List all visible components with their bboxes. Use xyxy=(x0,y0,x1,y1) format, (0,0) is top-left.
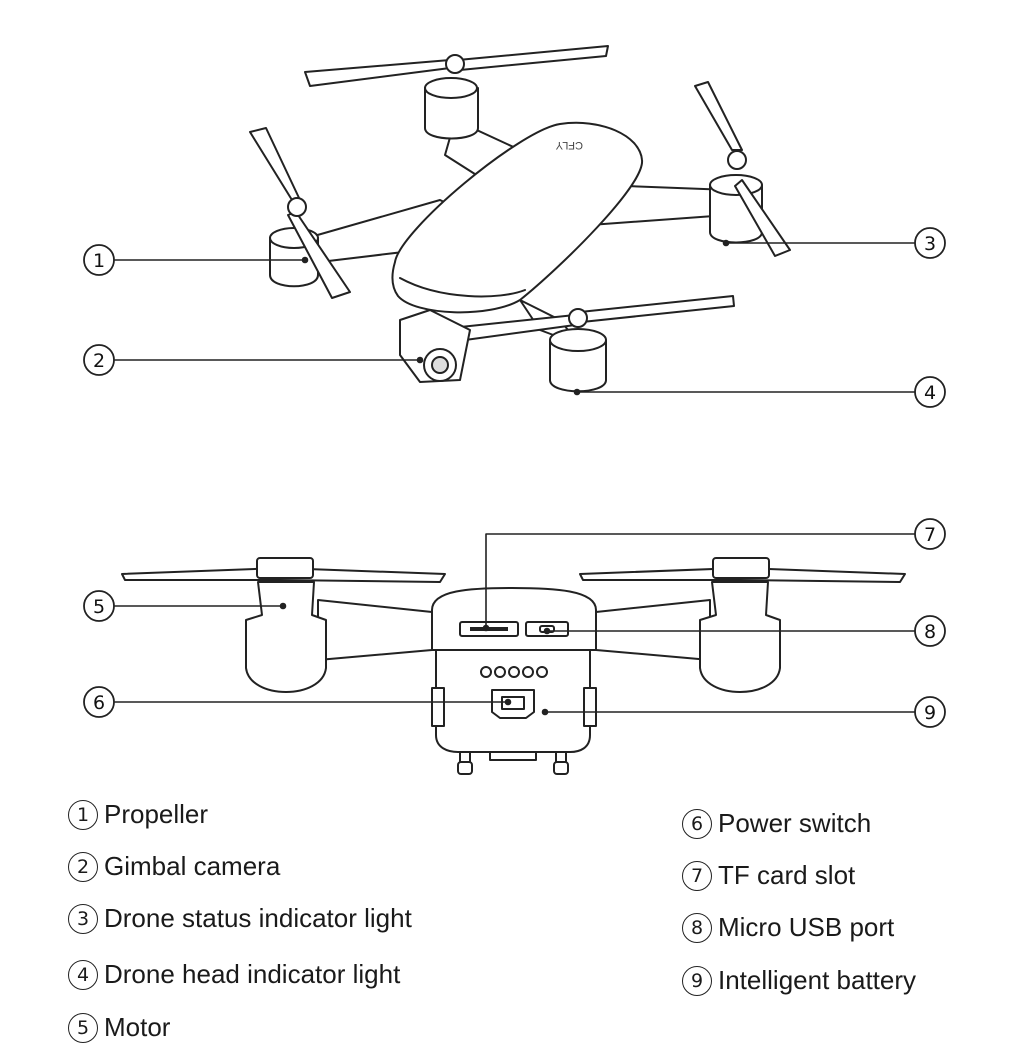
legend-label-1: Propeller xyxy=(104,799,209,829)
brand-mark: CFLY xyxy=(555,139,583,151)
callout-4: 4 xyxy=(924,382,936,404)
legend-item-tf-card-slot: 7 TF card slot xyxy=(682,860,855,891)
legend-label-2: Gimbal camera xyxy=(104,851,281,881)
callout-8: 8 xyxy=(924,621,936,643)
leader-lines xyxy=(114,239,916,716)
legend-num-1: 1 xyxy=(68,799,98,830)
legend-item-power-switch: 6 Power switch xyxy=(682,808,871,839)
legend-num-4: 4 xyxy=(68,959,98,990)
motor-rear-left xyxy=(424,87,479,140)
drone-top-view: CFLY xyxy=(249,45,791,393)
legend-num-8: 8 xyxy=(682,912,712,943)
legend-num-5: 5 xyxy=(68,1012,98,1043)
drone-front-view xyxy=(121,557,906,775)
legend-item-propeller: 1 Propeller xyxy=(68,799,208,830)
callout-6: 6 xyxy=(93,692,105,714)
propeller-rear-left-b xyxy=(457,45,609,71)
legend-label-9: Intelligent battery xyxy=(718,965,917,995)
legend-num-6: 6 xyxy=(682,808,712,839)
legend-num-3: 3 xyxy=(68,903,98,934)
arm-right-front-view xyxy=(595,599,711,661)
drone-body-front-view xyxy=(431,587,597,651)
motor-right-front-view xyxy=(699,581,781,693)
legend-num-7: 7 xyxy=(682,860,712,891)
propeller-rear-right-a xyxy=(694,81,743,151)
legend-item-head-light: 4 Drone head indicator light xyxy=(68,959,400,990)
legend-label-4: Drone head indicator light xyxy=(104,959,401,989)
propeller-front-right-b xyxy=(579,295,735,323)
callout-1: 1 xyxy=(93,250,105,272)
callout-markers xyxy=(83,227,946,728)
motor-left-front-view xyxy=(245,581,327,693)
callout-7: 7 xyxy=(924,524,936,546)
battery-level-leds xyxy=(480,666,548,678)
drone-body xyxy=(391,121,644,314)
legend-label-8: Micro USB port xyxy=(718,912,895,942)
propeller-front-left-a xyxy=(249,127,301,201)
legend-item-battery: 9 Intelligent battery xyxy=(682,965,916,996)
callout-2: 2 xyxy=(93,350,105,372)
legend-num-2: 2 xyxy=(68,851,98,882)
legend-label-5: Motor xyxy=(104,1012,171,1042)
propeller-rear-right-b xyxy=(734,179,791,257)
legend-item-micro-usb: 8 Micro USB port xyxy=(682,912,894,943)
legend-label-3: Drone status indicator light xyxy=(104,903,412,933)
callout-3: 3 xyxy=(924,233,936,255)
legend-label-6: Power switch xyxy=(718,808,872,838)
legend-item-motor: 5 Motor xyxy=(68,1012,170,1043)
arm-left-front-view xyxy=(317,599,433,661)
callout-9: 9 xyxy=(924,702,936,724)
legend-label-7: TF card slot xyxy=(718,860,856,890)
callout-5: 5 xyxy=(93,596,105,618)
legend-item-gimbal-camera: 2 Gimbal camera xyxy=(68,851,280,882)
legend-num-9: 9 xyxy=(682,965,712,996)
legend-item-status-light: 3 Drone status indicator light xyxy=(68,903,412,934)
